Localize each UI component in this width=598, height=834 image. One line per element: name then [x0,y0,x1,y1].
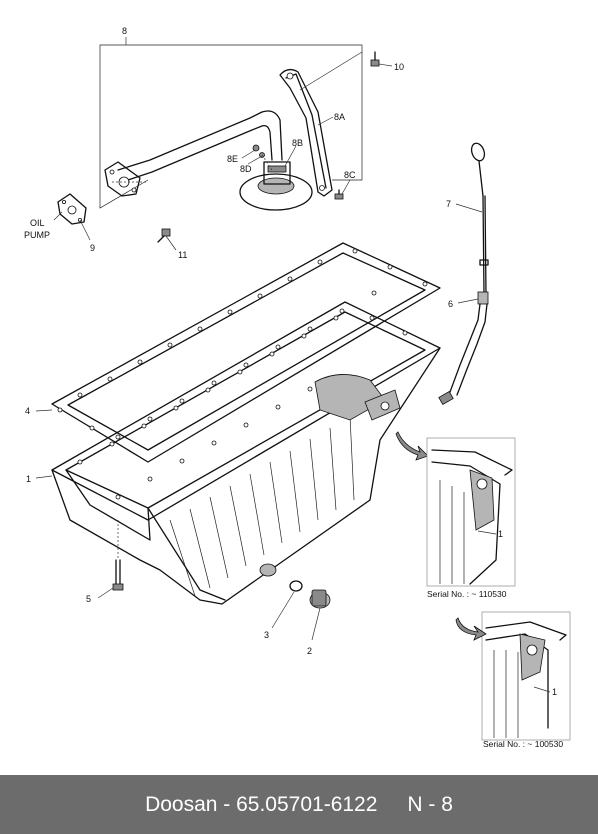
callout-9: 9 [90,243,95,253]
dipstick [455,142,489,296]
serial-note-a: Serial No. : ~ 110530 [427,589,507,599]
gasket-holes [57,248,428,440]
detail-inset-b [455,611,571,741]
callout-7: 7 [446,199,451,209]
drain-plug [271,580,331,641]
oil-pan-holes [77,315,408,500]
callout-5: 5 [86,594,91,604]
callout-10: 10 [394,62,404,72]
callout-8e: 8E [227,154,238,164]
callout-1-detail-a: 1 [498,529,503,539]
label-pump: PUMP [24,230,50,240]
footer-page-number: N - 8 [407,792,453,816]
footer-bar: Doosan - 65.05701-6122 N - 8 [0,775,598,834]
oil-pan-gasket [35,242,441,463]
strainer-group [99,37,393,211]
serial-note-b: Serial No. : ~ 100530 [483,739,563,749]
callout-8: 8 [122,26,127,36]
callout-11: 11 [178,250,187,260]
oil-pan-exploded-diagram: 8 10 8A 8B 8E 8D 8C 7 6 9 11 OIL PUMP 4 … [24,26,571,749]
callout-8a: 8A [334,112,345,122]
callout-1-detail-b: 1 [552,687,557,697]
bolt-11 [157,228,177,251]
bolt-5 [97,520,124,599]
callout-labels: 8 10 8A 8B 8E 8D 8C 7 6 9 11 OIL PUMP 4 … [24,26,563,749]
dipstick-tube [438,291,489,406]
footer-part-number: Doosan - 65.05701-6122 [145,792,378,816]
callout-4: 4 [25,406,30,416]
callout-1: 1 [26,474,31,484]
oil-pan [35,301,441,605]
callout-3: 3 [264,630,269,640]
callout-8d: 8D [240,164,252,174]
callout-8b: 8B [292,138,303,148]
pump-gasket [53,193,91,241]
callout-2: 2 [307,646,312,656]
detail-inset-a [426,437,516,587]
oil-pan-ribs [169,415,355,597]
callout-8c: 8C [344,170,356,180]
callout-6: 6 [448,299,453,309]
label-oil: OIL [30,218,45,228]
